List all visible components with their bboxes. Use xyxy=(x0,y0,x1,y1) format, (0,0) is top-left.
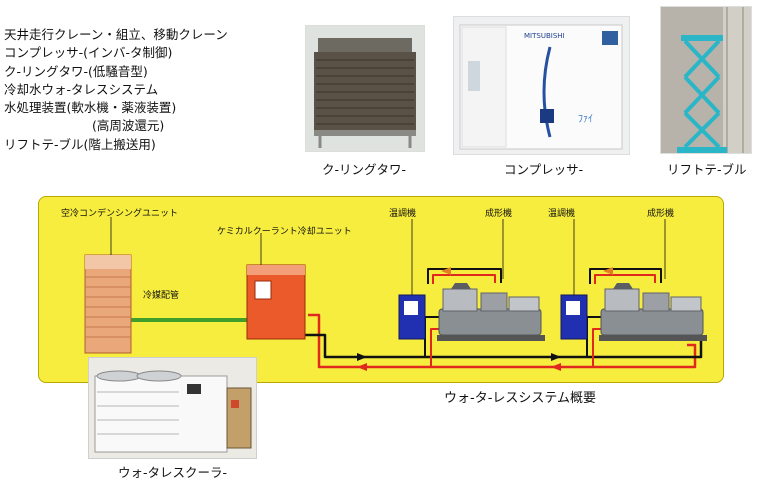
condensing-unit-label: 空冷コンデンシングユニット xyxy=(61,209,179,219)
cooling-tower-photo xyxy=(305,25,425,152)
lift-table-photo xyxy=(660,6,752,154)
compressor-brand-label: MITSUBISHI xyxy=(524,32,565,40)
temp-controller-label: 温調機 xyxy=(548,209,576,219)
temp-controller-label: 温調機 xyxy=(389,209,417,219)
waterless-cooler-caption: ウォ-タレスクーラ- xyxy=(118,465,228,480)
service-item: 天井走行クレーン・組立、移動クレーン xyxy=(4,27,228,42)
compressor-caption: コンプレッサ- xyxy=(504,162,584,177)
service-item: 冷却水ウォ-タレスシステム xyxy=(4,81,159,97)
chemical-coolant-unit-label: ケミカルクーラント冷却ユニット xyxy=(217,227,352,237)
refrigerant-pipe-label: 冷媒配管 xyxy=(143,291,180,301)
service-item: ク-リングタワ-(低騒音型) xyxy=(4,63,148,79)
svg-text:ﾌｧｲ: ﾌｧｲ xyxy=(578,114,593,125)
service-list: 天井走行クレーン・組立、移動クレーン コンプレッサ-(インバ-タ制御) ク-リン… xyxy=(4,26,228,154)
molding-machine-label: 成形機 xyxy=(485,209,513,219)
service-item: 水処理装置(軟水機・薬液装置) xyxy=(4,100,177,116)
cooling-tower-caption: ク-リングタワ- xyxy=(322,162,407,177)
service-item: リフトテ-ブル(階上搬送用) xyxy=(4,136,156,152)
service-item: (高周波還元) xyxy=(92,118,165,134)
service-item: コンプレッサ-(インバ-タ制御) xyxy=(4,45,173,61)
system-overview-title: ウォ-タ-レスシステム概要 xyxy=(444,391,596,406)
lift-table-caption: リフトテ-ブル xyxy=(667,162,747,177)
system-diagram-panel: 空冷コンデンシングユニット 冷媒配管 ケミカルクーラント冷却ユニット 温調機 成… xyxy=(38,196,724,383)
waterless-cooler-photo xyxy=(88,357,257,459)
molding-machine-label: 成形機 xyxy=(647,209,675,219)
compressor-photo: ﾌｧｲ MITSUBISHI xyxy=(453,16,630,155)
